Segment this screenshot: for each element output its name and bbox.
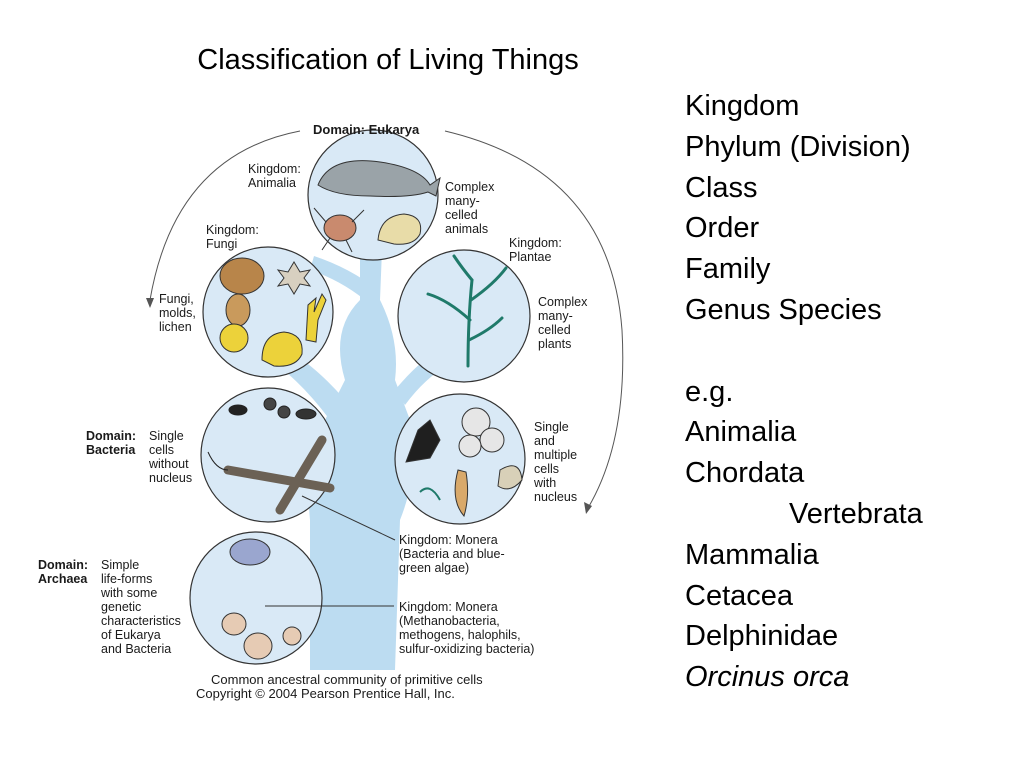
fungi-illustration xyxy=(219,257,327,367)
label-domain-eukarya: Domain: Eukarya xyxy=(313,122,420,137)
eukarya-arc-left xyxy=(149,130,301,301)
leader-line-monera-bacteria xyxy=(301,495,396,541)
page-title: Classification of Living Things xyxy=(197,44,579,76)
label-kingdom-monera-archaea: Kingdom: Monera (Methanobacteria, methog… xyxy=(399,600,535,656)
tree-of-life-graphic xyxy=(146,129,624,670)
list-spacer xyxy=(685,331,1015,372)
rank-kingdom: Kingdom xyxy=(685,90,800,122)
bacteria-illustration xyxy=(207,397,335,515)
example-species: Orcinus orca xyxy=(685,661,850,694)
circle-bacteria xyxy=(200,387,336,523)
label-ancestral-community: Common ancestral community of primitive … xyxy=(211,672,483,687)
whale-illustration xyxy=(317,160,441,197)
arrowhead-left xyxy=(146,298,154,308)
label-kingdom-fungi: Kingdom: Fungi xyxy=(206,223,259,251)
archaea-illustration xyxy=(221,538,302,660)
label-kingdom-plantae: Kingdom: Plantae xyxy=(509,236,562,264)
plantae-illustration xyxy=(426,254,508,368)
example-kingdom: Animalia xyxy=(685,416,797,449)
arrowhead-right xyxy=(584,502,592,514)
crab-illustration xyxy=(313,207,365,253)
protist-illustration xyxy=(405,407,523,518)
tree-of-life-diagram: Domain: Eukarya Kingdom: Animalia Comple… xyxy=(38,122,624,701)
rank-phylum: Phylum (Division) xyxy=(685,130,911,163)
rank-family: Family xyxy=(685,253,771,286)
eukarya-arc-right xyxy=(444,130,624,509)
animalia-illustration xyxy=(313,160,441,253)
tree-trunk xyxy=(270,250,448,670)
label-kingdom-animalia: Kingdom: Animalia xyxy=(248,162,301,190)
rank-genus-species: Genus Species xyxy=(685,293,882,326)
label-fungi-desc: Fungi, molds, lichen xyxy=(159,292,196,334)
rank-order: Order xyxy=(685,212,760,245)
label-kingdom-monera-bacteria: Kingdom: Monera (Bacteria and blue- gree… xyxy=(399,533,505,575)
copyright-notice: Copyright © 2004 Pearson Prentice Hall, … xyxy=(196,686,455,701)
label-protists-desc: Single and multiple cells with nucleus xyxy=(534,420,578,504)
label-archaea-desc: Simple life-forms with some genetic char… xyxy=(101,558,181,656)
label-domain-bacteria: Domain: Bacteria xyxy=(86,429,136,457)
example-phylum: Chordata xyxy=(685,457,805,490)
example-family: Delphinidae xyxy=(685,620,839,653)
label-bacteria-desc: Single cells without nucleus xyxy=(149,429,193,485)
label-animalia-desc: Complex many- celled animals xyxy=(445,180,495,236)
label-plantae-desc: Complex many- celled plants xyxy=(538,295,588,351)
label-domain-archaea: Domain: Archaea xyxy=(38,558,88,586)
rank-class: Class xyxy=(685,171,758,204)
example-heading: e.g. xyxy=(685,375,734,408)
snail-illustration xyxy=(377,213,422,245)
example-order: Cetacea xyxy=(685,579,794,612)
taxonomy-rank-list: Kingdom Phylum (Division) Class Order Fa… xyxy=(685,86,1015,698)
example-subphylum: Vertebrata xyxy=(789,497,923,530)
example-class: Mammalia xyxy=(685,538,819,571)
